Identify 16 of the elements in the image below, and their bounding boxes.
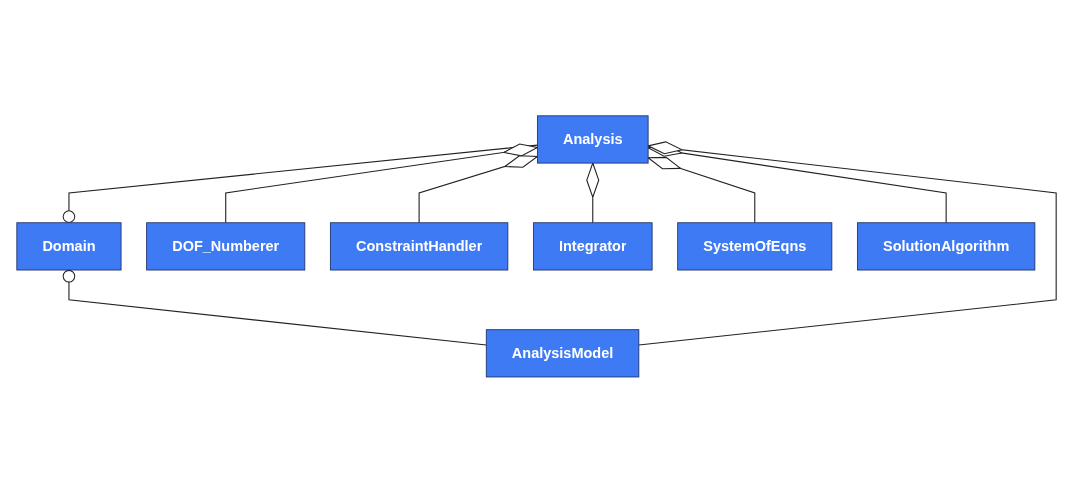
node-box: AnalysisModel [485, 329, 640, 378]
node-box: DOF_Numberer [146, 222, 306, 271]
node-box: Analysis [537, 115, 649, 164]
connector [586, 162, 600, 224]
node-box: Domain [16, 222, 122, 271]
connector [225, 143, 538, 224]
connector [418, 155, 538, 224]
connector [638, 141, 1057, 346]
connector [62, 269, 487, 346]
connector [647, 156, 756, 224]
node-box: SystemOfEqns [677, 222, 833, 271]
node-box: SolutionAlgorithm [857, 222, 1036, 271]
connector [62, 144, 538, 224]
node-box: Integrator [532, 222, 653, 271]
node-box: ConstraintHandler [329, 222, 509, 271]
connector [647, 144, 947, 224]
